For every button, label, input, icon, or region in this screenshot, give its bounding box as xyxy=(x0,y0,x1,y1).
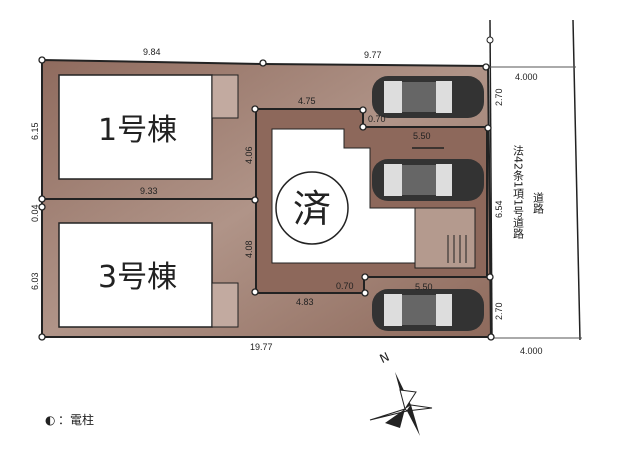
dim-left-upper: 6.15 xyxy=(30,122,40,140)
road-label-side: 道路 xyxy=(532,191,545,215)
dim-notch-top: 0.70 xyxy=(368,114,386,124)
compass-north-label: N xyxy=(377,350,391,366)
dim-top-right: 9.77 xyxy=(364,50,382,60)
sold-mark: 済 xyxy=(293,187,331,231)
sold-entrance xyxy=(414,207,476,269)
dim-notch-bottom: 0.70 xyxy=(336,281,354,291)
dim-right-middle: 6.54 xyxy=(494,200,504,218)
dim-left-lower: 6.03 xyxy=(30,272,40,290)
building-3-entrance xyxy=(211,282,239,328)
stairs xyxy=(447,235,467,263)
survey-points xyxy=(38,56,495,341)
legend-pole-text: ：電柱 xyxy=(58,412,94,427)
car-1 xyxy=(372,76,484,118)
building-1-entrance xyxy=(211,74,239,119)
building-3 xyxy=(58,222,213,328)
dim-road-top: 4.000 xyxy=(515,72,538,82)
road xyxy=(488,19,582,341)
dim-inner-lower-vertical: 4.08 xyxy=(244,240,254,258)
legend-pole-symbol: ◐ xyxy=(45,413,55,427)
dim-inner-top: 4.75 xyxy=(298,96,316,106)
dim-parking-top: 5.50 xyxy=(413,131,431,141)
dim-parking-bottom: 5.50 xyxy=(415,282,433,292)
building-1 xyxy=(58,74,213,180)
dim-bottom: 19.77 xyxy=(250,342,273,352)
building-3-label: 3号棟 xyxy=(98,260,177,295)
dim-left-gap: 0.04 xyxy=(30,204,40,222)
dim-inner-upper-vertical: 4.06 xyxy=(244,146,254,164)
road-label: 法42条1項1号道路 xyxy=(512,144,525,240)
car-3 xyxy=(372,289,484,331)
utility-pole-icon xyxy=(486,36,494,44)
dim-middle: 9.33 xyxy=(140,186,158,196)
car-2 xyxy=(372,159,484,201)
sold-circle xyxy=(275,171,349,245)
dim-road-bottom: 4.000 xyxy=(520,346,543,356)
compass-icon: N xyxy=(369,350,433,436)
dim-top-left: 9.84 xyxy=(143,47,161,57)
dim-right-bottom: 2.70 xyxy=(494,302,504,320)
dim-right-top: 2.70 xyxy=(494,88,504,106)
dim-inner-bottom: 4.83 xyxy=(296,297,314,307)
building-1-label: 1号棟 xyxy=(98,113,177,148)
